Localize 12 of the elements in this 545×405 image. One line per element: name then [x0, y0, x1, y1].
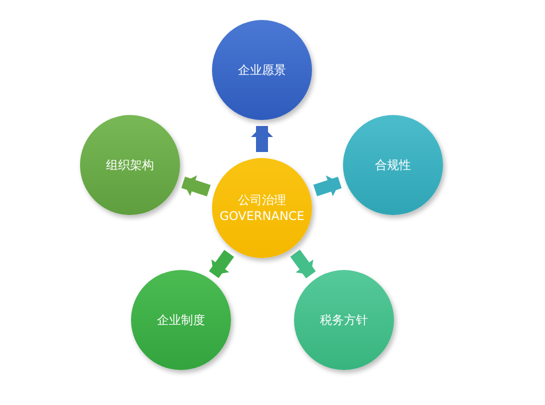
- node-label: 合规性: [375, 157, 411, 173]
- node-label: 组织架构: [106, 157, 154, 173]
- node-label: 税务方针: [320, 312, 368, 328]
- node-label: 企业制度: [157, 312, 205, 328]
- node-label: GOVERNANCE: [220, 208, 304, 224]
- block-arrow: [251, 126, 273, 152]
- block-arrow: [181, 175, 211, 196]
- block-arrow: [313, 175, 342, 196]
- block-arrow: [208, 250, 234, 278]
- block-arrow: [290, 250, 316, 278]
- node-label: 企业愿景: [238, 62, 286, 78]
- node-label: 公司治理: [238, 192, 286, 208]
